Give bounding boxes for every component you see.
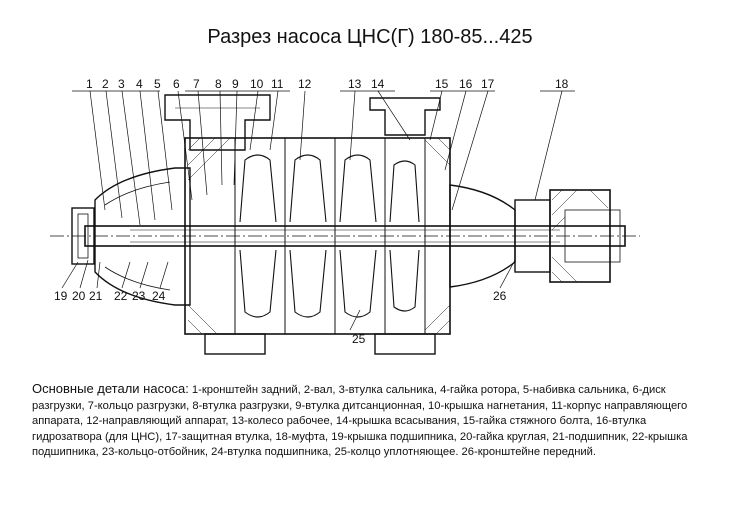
callout-5: 5 [154, 77, 161, 91]
callout-22: 22 [114, 289, 128, 303]
callout-4: 4 [136, 77, 143, 91]
pump-foot-left [204, 333, 266, 355]
callout-20: 20 [72, 289, 86, 303]
callout-14: 14 [371, 77, 385, 91]
legend-item: 6-диск разгрузки, [32, 384, 666, 412]
rear-bearing-cover [71, 207, 95, 265]
callout-2: 2 [102, 77, 109, 91]
pump-cross-section-drawing: 1 2 3 4 5 6 7 8 9 10 11 12 13 14 15 16 1… [50, 77, 640, 355]
legend-item: 16-втулка гидрозатвора (для ЦНС), [32, 415, 647, 443]
legend-item: 4-гайка ротора, [440, 384, 520, 396]
legend-item: 3-втулка сальника, [338, 384, 437, 396]
legend-item: 10-крышка нагнетания, [428, 399, 549, 412]
legend-item: 11-корпус направляющего аппарата, [32, 399, 688, 428]
legend-item: 5-набивка сальника, [522, 384, 630, 396]
stage-sections [234, 138, 426, 334]
section-hatching [187, 137, 451, 335]
legend-item: 23-кольцо-отбойник, [101, 446, 209, 459]
suction-flange [369, 97, 441, 136]
pump-foot-right [374, 333, 436, 355]
legend-heading: Основные детали насоса: [32, 381, 189, 396]
callout-10: 10 [250, 77, 264, 91]
legend-item: 1-кронштейн задний, [191, 384, 301, 396]
legend-item: 12-направляющий аппарат, [86, 415, 229, 428]
callout-15: 15 [435, 77, 449, 91]
callout-24: 24 [152, 289, 166, 303]
callout-25: 25 [352, 332, 366, 346]
legend-item: 21-подшипник, [552, 430, 629, 443]
callout-18: 18 [555, 77, 569, 91]
callout-7: 7 [193, 77, 200, 91]
legend-item: 2-вал, [303, 384, 336, 396]
legend-item: 17-защитная втулка, [165, 430, 273, 443]
legend-item: 20-гайка круглая, [459, 430, 550, 443]
callout-1: 1 [86, 77, 93, 91]
legend-item: 15-гайка стяжного болта, [462, 415, 593, 428]
callout-26: 26 [493, 289, 507, 303]
callout-9: 9 [232, 77, 239, 91]
callout-12: 12 [298, 77, 312, 91]
callout-13: 13 [348, 77, 362, 91]
legend-item: 19-крышка подшипника, [331, 430, 457, 443]
legend-item: 24-втулка подшипника, [211, 446, 332, 459]
legend-item: 8-втулка разгрузки, [192, 399, 293, 412]
legend-item: 22-крышка подшипника, [32, 430, 688, 459]
callout-16: 16 [459, 77, 473, 91]
legend-item: 13-колесо рабочее, [231, 415, 333, 428]
callout-6: 6 [173, 77, 180, 91]
legend-item: 18-муфта, [275, 430, 329, 443]
shaft [84, 225, 626, 247]
legend-item: 9-втулка дитсанционная, [295, 399, 425, 412]
impellers-upper [239, 154, 420, 223]
callout-17: 17 [481, 77, 495, 91]
callout-23: 23 [132, 289, 146, 303]
legend-item: 7-кольцо разгрузки, [87, 399, 190, 412]
callout-21: 21 [89, 289, 103, 303]
legend-item: 14-крышка всасывания, [335, 415, 460, 428]
leader-lines [61, 90, 575, 331]
callout-19: 19 [54, 289, 68, 303]
impellers-lower [239, 249, 420, 318]
parts-legend: Основные детали насоса: 1-кронштейн задн… [32, 381, 712, 461]
legend-item: 25-колцо уплотняющее. [334, 446, 459, 459]
callout-3: 3 [118, 77, 125, 91]
callout-8: 8 [215, 77, 222, 91]
legend-item: 26-кронштейне передний. [461, 446, 596, 459]
callout-11: 11 [271, 77, 284, 91]
discharge-flange [164, 94, 271, 151]
drawing-title: Разрез насоса ЦНС(Г) 180-85...425 [207, 26, 533, 48]
